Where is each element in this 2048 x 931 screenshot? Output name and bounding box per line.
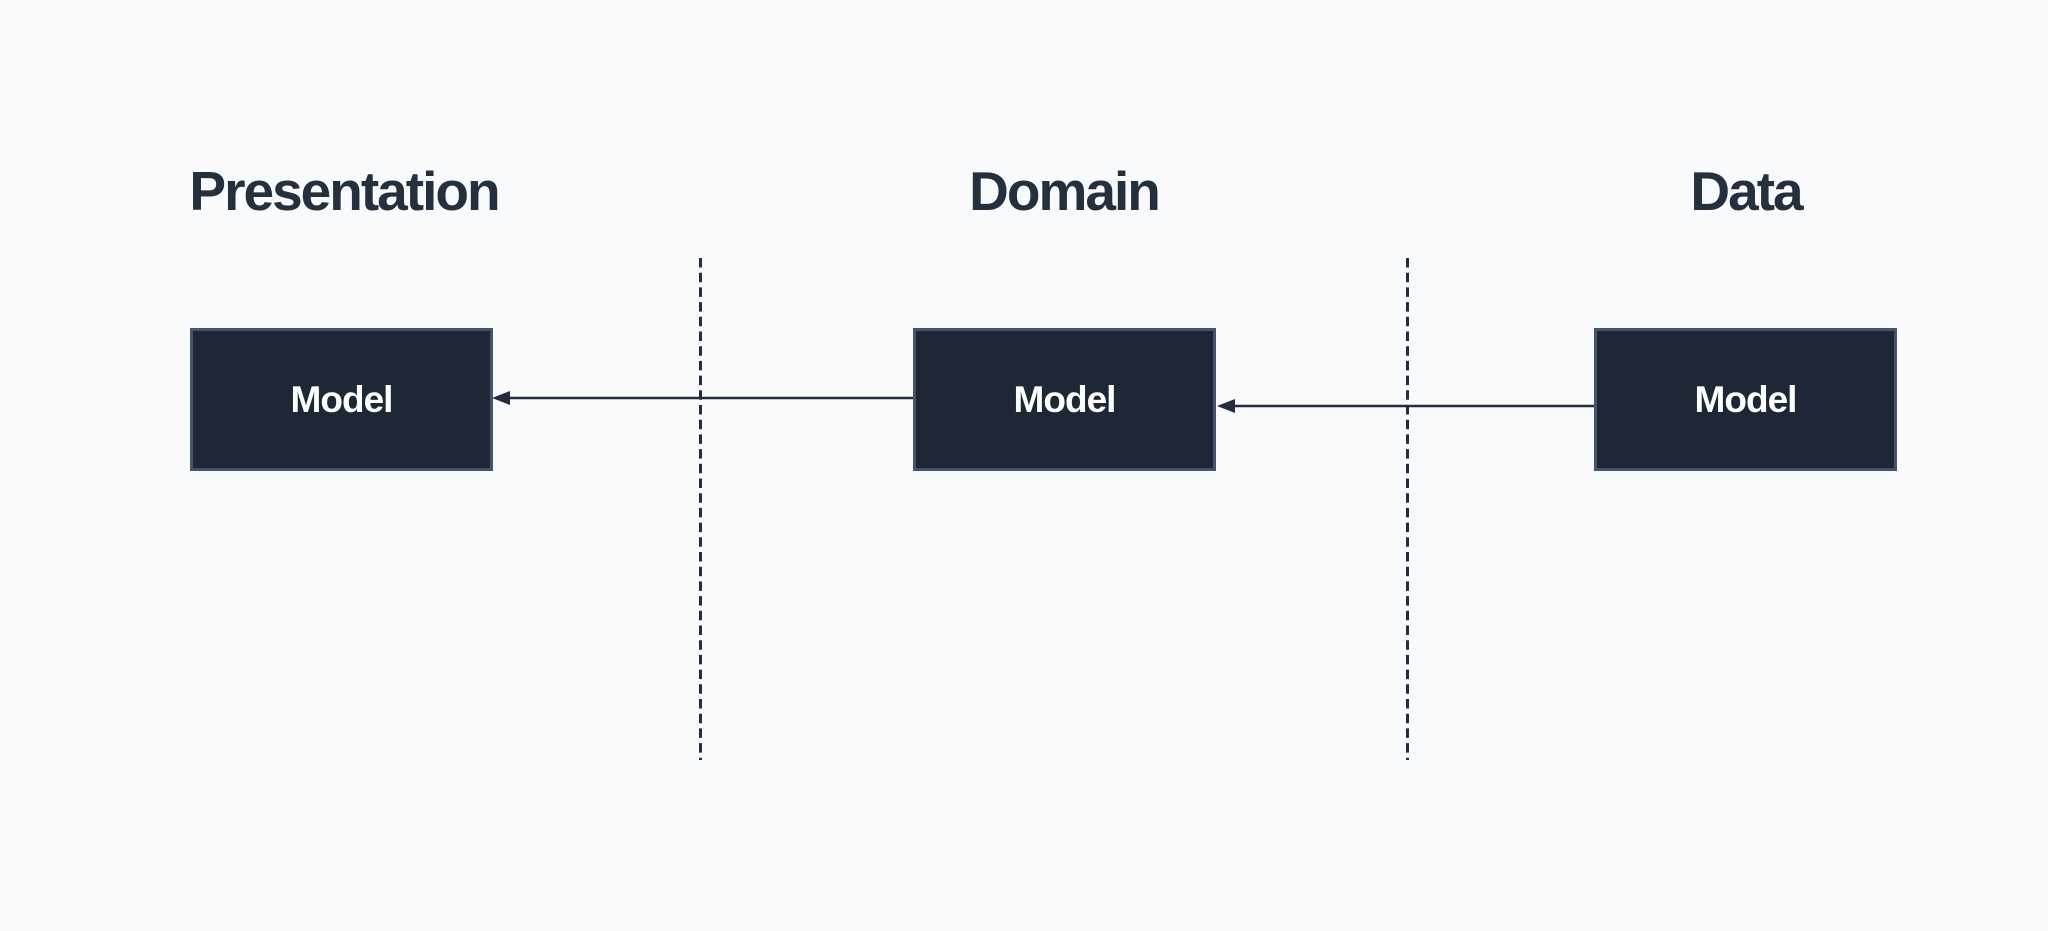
node-data-model: Model [1594, 328, 1897, 471]
column-title-domain: Domain [969, 160, 1161, 222]
column-title-presentation: Presentation [189, 160, 500, 222]
node-domain-model: Model [913, 328, 1216, 471]
arrowhead-left-icon [492, 391, 510, 405]
node-label-data-model: Model [1694, 378, 1798, 420]
node-label-domain-model: Model [1013, 378, 1117, 420]
column-title-data: Data [1690, 160, 1803, 222]
arrowhead-left-icon [1217, 399, 1235, 413]
node-presentation-model: Model [190, 328, 493, 471]
node-label-presentation-model: Model [290, 378, 394, 420]
arrow-data-to-domain [1217, 399, 1594, 413]
arrow-domain-to-presentation [492, 391, 913, 405]
